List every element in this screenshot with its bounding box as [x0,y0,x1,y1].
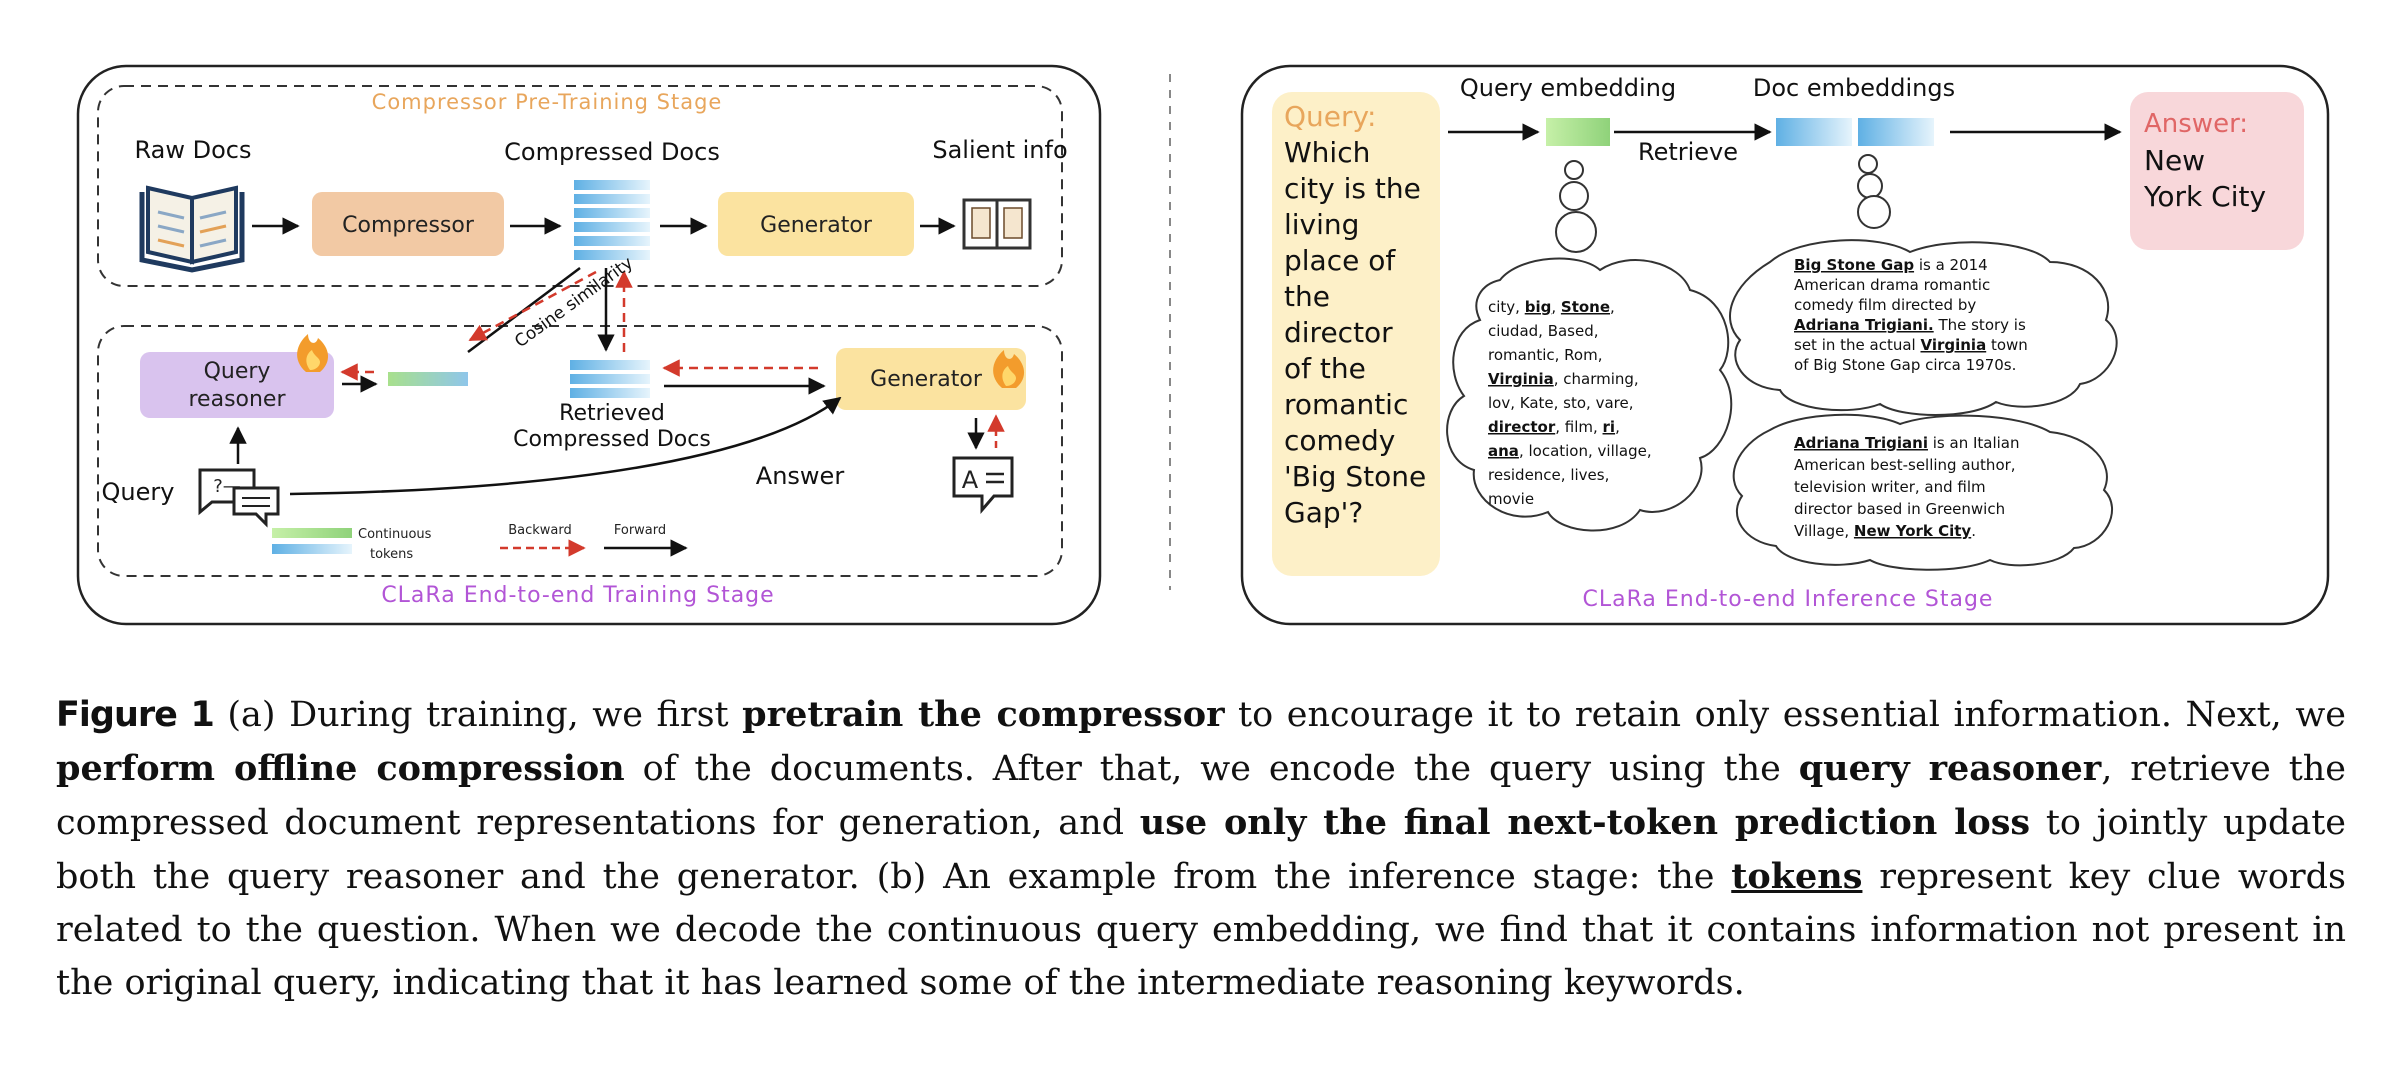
query-text-line: place of [1284,244,1396,277]
cloud-text-line: ana, location, village, [1488,442,1652,460]
query-embedding-bar [1546,118,1610,146]
generator-bottom-label: Generator [870,367,983,392]
caption-segment: to encourage it to retain only essential… [1225,695,2346,735]
legend-continuous-line1: Continuous [358,527,432,542]
caption-segment: of the documents. After that, we encode … [625,749,1799,789]
svg-text:A: A [962,466,979,494]
query-text-line: romantic [1284,388,1408,421]
cloud-text-line: director based in Greenwich [1794,500,2005,518]
retrieved-label-line2: Compressed Docs [513,427,711,452]
cloud-text-line: residence, lives, [1488,466,1609,484]
legend-continuous-line2: tokens [370,547,413,562]
query-text-line: living [1284,208,1359,241]
query-embedding-label: Query embedding [1460,74,1676,102]
legend-backward-label: Backward [508,523,572,538]
cloud-text-line: movie [1488,490,1534,508]
pretrain-stage-title: Compressor Pre-Training Stage [372,90,723,114]
caption-segment: pretrain the compressor [742,694,1224,735]
query-text-line: Which [1284,136,1370,169]
cloud-text-line: Adriana Trigiani is an Italian [1794,434,2020,452]
salient-info-book-icon [964,200,1030,248]
cloud-text-line: director, film, ri, [1488,418,1620,436]
cloud-text-line: Adriana Trigiani. The story is [1794,316,2026,334]
answer-line2: York City [2143,180,2266,213]
raw-docs-label: Raw Docs [135,136,252,164]
retrieved-docs-stack [570,360,650,398]
legend-forward-label: Forward [614,523,666,538]
query-text-line: Gap'? [1284,496,1363,529]
cloud-text-line: television writer, and film [1794,478,1986,496]
caption-segment: (a) During training, we first [214,695,742,735]
doc-embedding-bar-1 [1776,118,1852,146]
caption-segment: use only the final next-token prediction… [1140,802,2030,843]
query-text-line: the [1284,280,1330,313]
query-text-line: city is the [1284,172,1421,205]
doc-embeddings-label: Doc embeddings [1753,74,1955,102]
generator-top-label: Generator [760,213,873,238]
cloud-text-line: Village, New York City. [1794,522,1976,540]
answer-label: Answer [756,462,845,490]
query-box-label: Query: [1284,100,1377,133]
compressed-docs-label: Compressed Docs [504,138,720,166]
inference-stage-title: CLaRa End-to-end Inference Stage [1583,587,1994,612]
query-text-line: comedy [1284,424,1395,457]
cloud-text-line: set in the actual Virginia town [1794,336,2028,354]
query-reasoner-line1: Query [204,359,271,384]
query-reasoner-line2: reasoner [188,387,286,412]
figure-label: Figure 1 [56,695,214,735]
caption-segment: query reasoner [1799,748,2102,789]
compressor-label: Compressor [342,213,475,238]
cloud-text-line: romantic, Rom, [1488,346,1602,364]
cloud-text-line: lov, Kate, sto, vare, [1488,394,1633,412]
cloud-text-line: of Big Stone Gap circa 1970s. [1794,356,2016,374]
query-continuous-token [388,372,468,386]
salient-info-label: Salient info [932,136,1067,164]
answer-line1: New [2144,144,2205,177]
query-text-line: director [1284,316,1393,349]
caption-body: (a) During training, we first pretrain t… [56,695,2346,1003]
training-stage-title: CLaRa End-to-end Training Stage [381,583,774,608]
caption-segment: perform offline compression [56,748,625,789]
cloud-text-line: ciudad, Based, [1488,322,1599,340]
query-label: Query [102,478,175,506]
cloud-text-line: Big Stone Gap is a 2014 [1794,256,1988,274]
cloud-text-line: American best-selling author, [1794,456,2016,474]
query-text-line: 'Big Stone [1284,460,1426,493]
cloud-text-line: American drama romantic [1794,276,1990,294]
query-text-line: of the [1284,352,1366,385]
caption-segment: tokens [1731,856,1862,897]
cloud-text-line: comedy film directed by [1794,296,1976,314]
cloud-text-line: city, big, Stone, [1488,298,1615,316]
figure-caption: Figure 1 (a) During training, we first p… [56,688,2346,1010]
doc-embedding-bar-2 [1858,118,1934,146]
answer-box-label: Answer: [2144,109,2248,139]
retrieved-label-line1: Retrieved [559,401,665,426]
retrieve-label: Retrieve [1638,138,1738,166]
cloud-text-line: Virginia, charming, [1488,370,1639,388]
